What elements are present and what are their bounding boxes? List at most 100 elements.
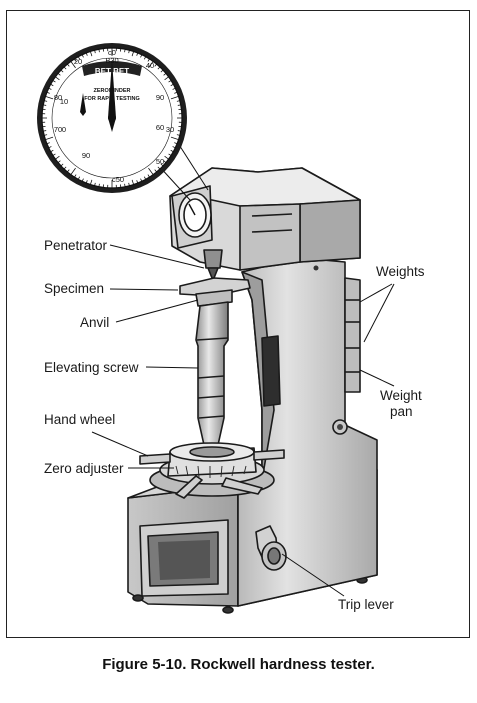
dial-tick <box>77 56 81 60</box>
dial-tick <box>177 104 181 106</box>
dial-tick <box>154 169 157 173</box>
dial-tick <box>174 91 178 94</box>
hand-wheel-spoke <box>253 449 285 461</box>
dial-tick <box>50 149 54 153</box>
hand-wheel-spoke <box>175 475 203 499</box>
dial-tick <box>81 178 84 182</box>
label-specimen: Specimen <box>44 281 104 296</box>
dial-tick <box>163 73 167 76</box>
labels: Penetrator Specimen Anvil Elevating scre… <box>44 238 425 612</box>
dial-tick <box>170 83 174 87</box>
dial-tick <box>157 66 161 70</box>
dial-tick <box>77 176 81 180</box>
dial-tick <box>89 51 93 57</box>
dial-num: 40 <box>146 61 154 70</box>
dial-num: 10 <box>60 97 68 106</box>
dial-tick <box>70 167 76 175</box>
label-penetrator: Penetrator <box>44 238 108 253</box>
figure-frame <box>6 10 470 638</box>
dial-tick <box>74 174 77 178</box>
dial-tick <box>148 61 154 69</box>
dial-tick <box>168 153 172 156</box>
dial-tick <box>128 50 130 54</box>
dial-tick <box>85 180 88 184</box>
dial-tick <box>94 50 96 54</box>
dial-tick <box>170 136 179 141</box>
dial-tick <box>170 95 179 100</box>
dial-num: 90 <box>82 151 90 160</box>
figure-caption: Figure 5-10. Rockwell hardness tester. <box>102 656 375 673</box>
dial-tick <box>163 160 167 163</box>
hand-wheel-spoke <box>221 477 263 495</box>
dial-tick <box>89 179 93 185</box>
dial-tick <box>154 63 157 67</box>
dial-tick <box>174 142 178 145</box>
dial-tick <box>52 153 56 156</box>
dial-tick <box>172 87 176 90</box>
dial-tick <box>63 66 67 70</box>
dial-num: 60 <box>156 123 164 132</box>
dial-tick <box>157 166 161 170</box>
dial-tick <box>176 100 180 102</box>
dial-tick <box>94 182 96 186</box>
dial-tick <box>81 54 84 58</box>
weights-stack <box>344 277 361 393</box>
label-zero-adjuster: Zero adjuster <box>44 461 124 476</box>
dial-tick <box>85 52 88 56</box>
dial-tick <box>147 174 150 178</box>
dial-tick <box>124 49 126 53</box>
dial-tick <box>48 87 52 90</box>
column-slot <box>261 335 281 407</box>
label-trip-lever: Trip lever <box>338 597 394 612</box>
dial-tick <box>170 149 174 153</box>
dial-num: 0 <box>62 125 66 134</box>
dial-tick <box>143 176 147 180</box>
dial-tick <box>50 83 54 87</box>
dial-tick <box>57 73 61 76</box>
dial-num: c50 <box>112 175 124 184</box>
dial-tick <box>45 136 54 141</box>
dial-tick <box>52 80 56 83</box>
dial-tick <box>60 69 64 73</box>
dial-tick <box>143 56 147 60</box>
dial-tick <box>160 69 164 73</box>
dial-tick <box>45 95 54 100</box>
dial-tick <box>44 134 48 136</box>
dial-tick <box>160 163 164 167</box>
dial-num: 50 <box>156 157 164 166</box>
dial-tick <box>172 146 176 149</box>
dial-tick <box>128 182 130 186</box>
dial-num: 20 <box>74 57 82 66</box>
dial-num: 80 <box>54 93 62 102</box>
dial-tick <box>124 183 126 187</box>
dial-tick <box>70 61 76 69</box>
hand-wheel-spoke <box>139 453 171 465</box>
dial-tick <box>48 146 52 149</box>
dial-num: 30 <box>166 125 174 134</box>
dial-tick <box>98 183 100 187</box>
base-foot <box>222 606 234 614</box>
dial-tick <box>148 167 154 175</box>
label-anvil: Anvil <box>80 315 109 330</box>
dial-tick <box>60 163 64 167</box>
dial-tick <box>74 58 77 62</box>
dial-tick <box>164 155 169 160</box>
dial-needle <box>108 60 116 132</box>
penetrator <box>203 249 223 269</box>
dial-tick <box>98 49 100 53</box>
dial-tick <box>168 80 172 83</box>
dial-tick <box>63 166 67 170</box>
label-weight-pan-line1: Weight <box>380 388 422 403</box>
label-weight-pan-line2: pan <box>390 404 413 419</box>
dial-tick <box>55 76 60 81</box>
dial-tick <box>136 180 139 184</box>
dial-tick <box>55 155 60 160</box>
dial-tick <box>140 54 143 58</box>
dial-tick <box>46 91 50 94</box>
dial-tick <box>176 134 180 136</box>
dial-tick <box>43 130 47 132</box>
dial-num: c0 <box>108 48 116 57</box>
dial-tick <box>43 104 47 106</box>
machine <box>127 167 378 614</box>
